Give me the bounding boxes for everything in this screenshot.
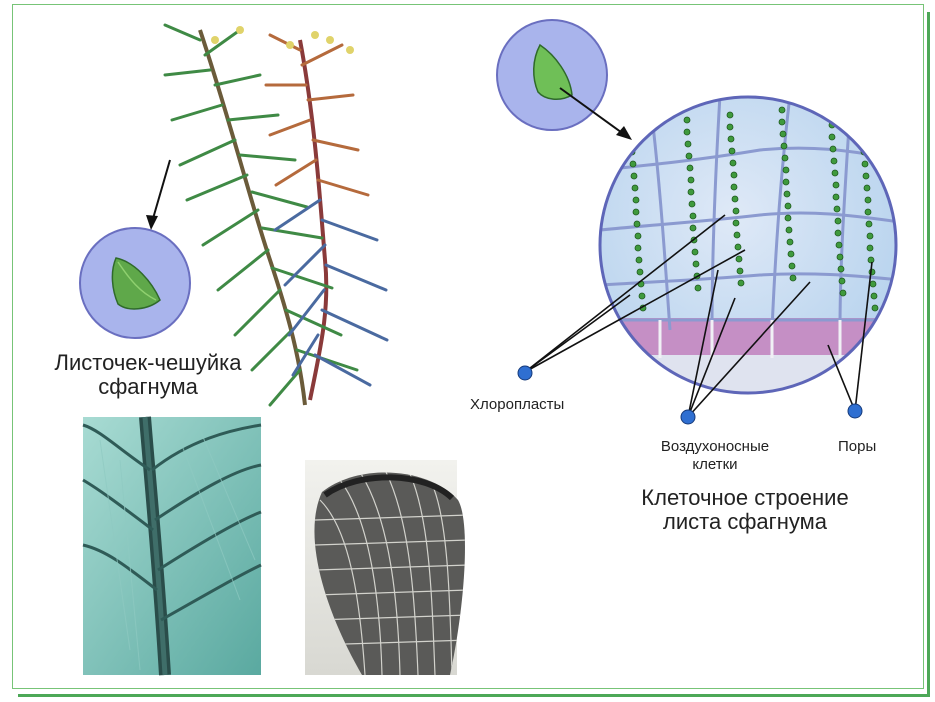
arrow-leaf-to-cells [559,87,632,140]
cell-structure-magnified [598,95,898,395]
leaf-micrograph-cells [305,460,465,675]
pointer-chloroplasts [517,214,746,381]
arrow-plant-to-leaf [146,159,171,230]
scale-leaf-magnifier [79,227,191,339]
frame-shadow [18,12,930,697]
label-air-cells: Воздухоносные клетки [660,438,770,473]
leaf-micrograph-branch [82,416,262,676]
pointer-pores [827,261,873,419]
label-cell-structure: Клеточное строение листа сфагнума [641,485,849,534]
label-chloroplasts: Хлоропласты [470,396,565,413]
leaf-detail-magnifier [496,19,608,131]
pointer-air-cells [680,269,811,425]
sphagnum-plant-illustration [163,23,389,407]
label-scale-leaf: Листочек-чешуйка сфагнума [54,350,242,399]
label-pores: Поры [838,438,877,455]
outer-frame [12,4,924,689]
